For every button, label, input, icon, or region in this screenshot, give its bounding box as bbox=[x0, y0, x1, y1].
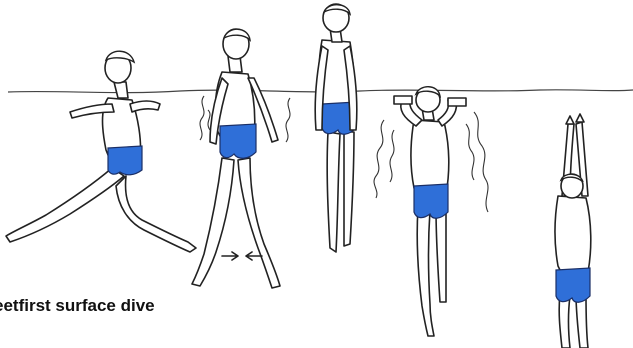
figure-5-descending bbox=[555, 114, 591, 348]
figure-5-swim-trunks bbox=[556, 268, 590, 302]
figure-1-glide-kick bbox=[6, 51, 196, 252]
figure-4-swim-trunks bbox=[414, 184, 448, 218]
figure-4-arms-push-up bbox=[374, 87, 488, 336]
figure-2-treading bbox=[192, 29, 290, 288]
figure-1-swim-trunks bbox=[108, 146, 142, 175]
caption: eetfirst surface dive bbox=[0, 296, 155, 316]
figure-2-motion-arrows bbox=[222, 252, 262, 260]
figure-3-rising bbox=[315, 4, 357, 252]
figure-2-swim-trunks bbox=[220, 124, 256, 158]
